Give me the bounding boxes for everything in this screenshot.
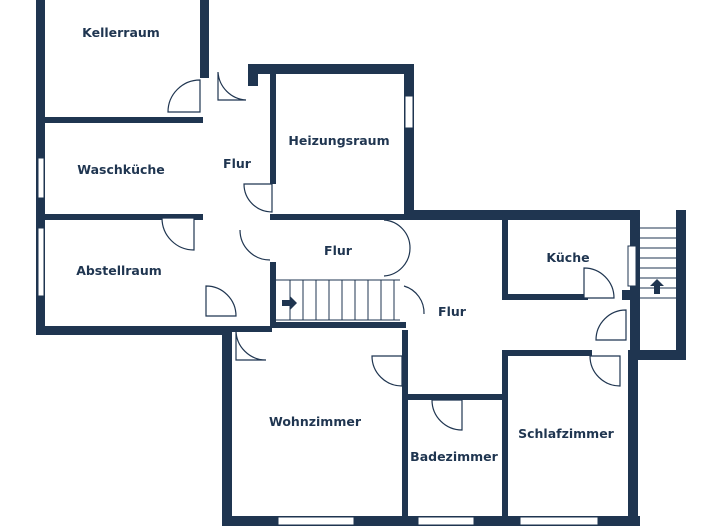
room-label-wohnzimmer: Wohnzimmer	[269, 414, 362, 429]
room-label-heizungsraum: Heizungsraum	[288, 133, 389, 148]
room-label-abstellraum: Abstellraum	[76, 263, 162, 278]
room-label-flur-center: Flur	[324, 243, 353, 258]
room-label-flur-left: Flur	[223, 156, 252, 171]
room-label-schlafzimmer: Schlafzimmer	[518, 426, 615, 441]
arrow-right-icon	[282, 296, 297, 310]
room-label-badezimmer: Badezimmer	[410, 449, 498, 464]
windows	[37, 95, 637, 526]
room-label-kellerraum: Kellerraum	[82, 25, 160, 40]
doors	[161, 71, 627, 431]
arrow-up-icon	[650, 279, 664, 294]
room-label-flur-right: Flur	[438, 304, 467, 319]
stairs-center	[276, 279, 400, 321]
room-label-waschkueche: Waschküche	[77, 162, 165, 177]
room-label-kueche: Küche	[546, 250, 589, 265]
stairs-right	[640, 227, 676, 299]
